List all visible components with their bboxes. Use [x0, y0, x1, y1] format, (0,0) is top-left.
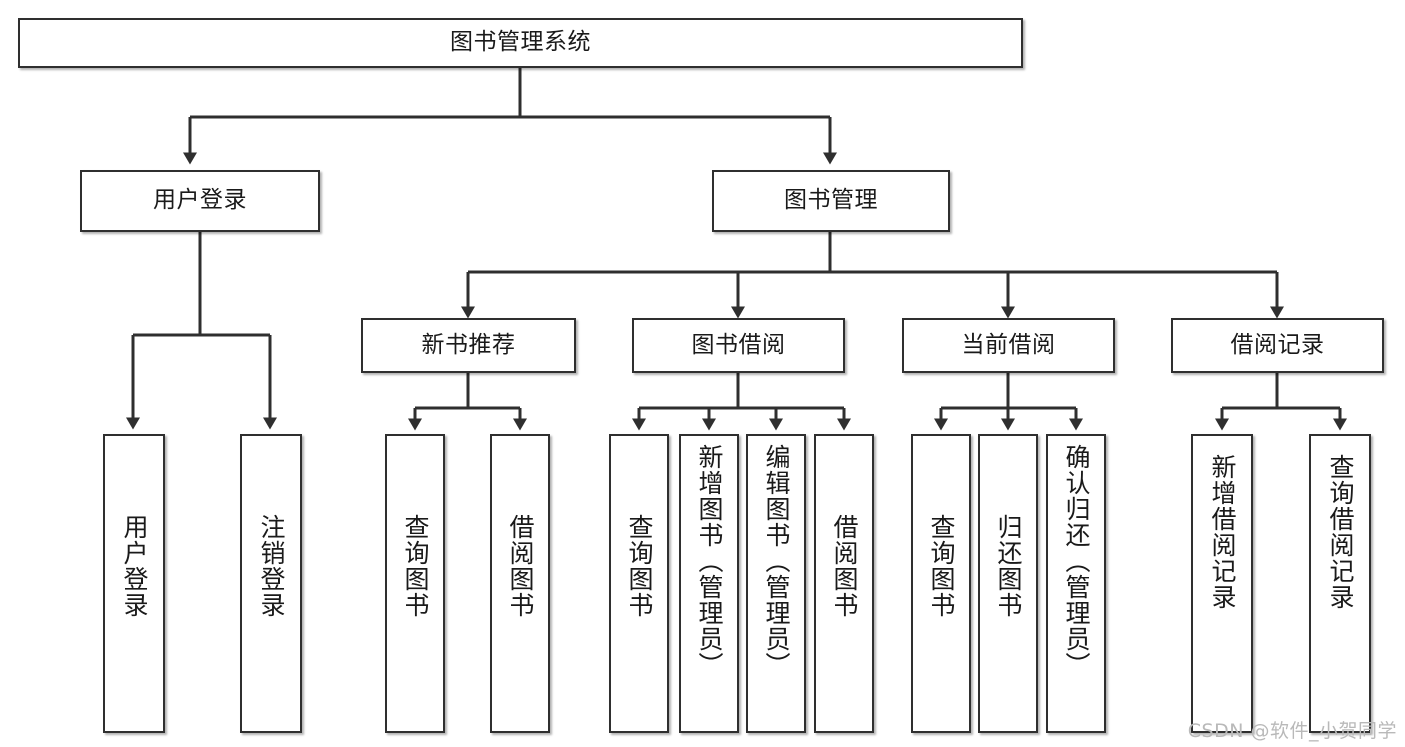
- node-leaf-confirm-return-label: 确认归还（管理员）: [1062, 444, 1091, 678]
- node-user-login[interactable]: 用户登录: [80, 170, 320, 232]
- node-leaf-borrow-book-2[interactable]: 借阅图书: [814, 434, 874, 733]
- node-new-book-rec[interactable]: 新书推荐: [361, 318, 576, 373]
- node-leaf-confirm-return[interactable]: 确认归还（管理员）: [1046, 434, 1106, 733]
- node-user-login-label: 用户登录: [153, 187, 247, 214]
- node-leaf-borrow-book-2-label: 借阅图书: [830, 514, 859, 618]
- node-leaf-add-record-label: 新增借阅记录: [1208, 454, 1237, 610]
- node-leaf-query-book-1-label: 查询图书: [401, 514, 430, 618]
- node-leaf-borrow-book-1-label: 借阅图书: [506, 514, 535, 618]
- node-borrow-record[interactable]: 借阅记录: [1171, 318, 1384, 373]
- node-leaf-query-book-2[interactable]: 查询图书: [609, 434, 669, 733]
- node-book-manage-label: 图书管理: [784, 187, 878, 214]
- node-root-label: 图书管理系统: [450, 29, 591, 56]
- node-leaf-return-book[interactable]: 归还图书: [978, 434, 1038, 733]
- node-leaf-user-login-label: 用户登录: [120, 514, 149, 618]
- node-leaf-query-record-label: 查询借阅记录: [1326, 454, 1355, 610]
- node-book-manage[interactable]: 图书管理: [712, 170, 950, 232]
- node-leaf-query-book-2-label: 查询图书: [625, 514, 654, 618]
- node-leaf-add-book[interactable]: 新增图书（管理员）: [679, 434, 739, 733]
- node-leaf-query-book-3-label: 查询图书: [927, 514, 956, 618]
- watermark: CSDN @软件_小贺同学: [1187, 720, 1397, 742]
- node-current-borrow-label: 当前借阅: [961, 331, 1056, 358]
- node-leaf-user-login[interactable]: 用户登录: [103, 434, 165, 733]
- node-leaf-borrow-book-1[interactable]: 借阅图书: [490, 434, 550, 733]
- node-leaf-edit-book[interactable]: 编辑图书（管理员）: [746, 434, 806, 733]
- node-book-borrow-label: 图书借阅: [691, 331, 786, 358]
- node-leaf-logout-label: 注销登录: [257, 514, 286, 618]
- node-leaf-query-record[interactable]: 查询借阅记录: [1309, 434, 1371, 733]
- node-leaf-query-book-1[interactable]: 查询图书: [385, 434, 445, 733]
- node-borrow-record-label: 借阅记录: [1230, 331, 1325, 358]
- node-leaf-logout[interactable]: 注销登录: [240, 434, 302, 733]
- node-current-borrow[interactable]: 当前借阅: [902, 318, 1115, 373]
- node-leaf-query-book-3[interactable]: 查询图书: [911, 434, 971, 733]
- node-leaf-return-book-label: 归还图书: [994, 514, 1023, 618]
- node-root[interactable]: 图书管理系统: [18, 18, 1023, 68]
- node-leaf-add-book-label: 新增图书（管理员）: [695, 444, 724, 678]
- node-new-book-rec-label: 新书推荐: [421, 331, 516, 358]
- node-leaf-edit-book-label: 编辑图书（管理员）: [762, 444, 791, 678]
- node-book-borrow[interactable]: 图书借阅: [632, 318, 845, 373]
- node-leaf-add-record[interactable]: 新增借阅记录: [1191, 434, 1253, 733]
